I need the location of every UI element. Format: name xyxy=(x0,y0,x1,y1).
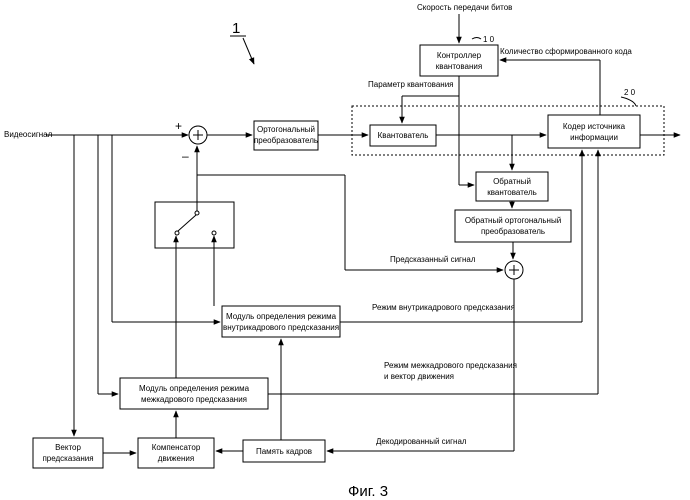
switch-terminal-inter xyxy=(175,231,179,235)
quant-controller-line2: квантования xyxy=(436,62,482,71)
bitrate-label: Скорость передачи битов xyxy=(417,3,512,12)
inter-mode-label-2: и вектор движения xyxy=(384,372,454,381)
source-coder-block: Кодер источника информации xyxy=(548,115,640,148)
ref-10-leader xyxy=(472,38,481,40)
figure-caption: Фиг. 3 xyxy=(348,483,388,500)
motion-compensator-line1: Компенсатор xyxy=(152,443,201,452)
orthogonal-transform-block: Ортогональный преобразователь xyxy=(254,121,318,150)
motion-compensator-block: Компенсатор движения xyxy=(138,438,214,468)
inverse-quantizer-block: Обратный квантователь xyxy=(476,172,548,201)
ref-20: 2 0 xyxy=(624,88,636,97)
intra-mode-module-line1: Модуль определения режима xyxy=(226,312,337,321)
code-amount-label: Количество сформированного кода xyxy=(500,47,632,56)
quant-controller-line1: Контроллер xyxy=(437,51,482,60)
predicted-signal-label: Предсказанный сигнал xyxy=(390,255,476,264)
intra-mode-module-block: Модуль определения режима внутрикадровог… xyxy=(222,306,340,337)
quant-controller-block: Контроллер квантования xyxy=(420,45,498,76)
switch-terminal-intra xyxy=(212,231,216,235)
mode-switch-block xyxy=(155,202,234,248)
inter-mode-label-1: Режим межкадрового предсказания xyxy=(384,361,517,370)
decoded-signal-label: Декодированный сигнал xyxy=(376,437,467,446)
inverse-orthogonal-line2: преобразователь xyxy=(481,227,545,236)
inverse-orthogonal-block: Обратный ортогональный преобразователь xyxy=(455,210,571,242)
orthogonal-transform-line1: Ортогональный xyxy=(257,125,315,134)
quantizer-line1: Квантователь xyxy=(378,131,429,140)
motion-compensator-line2: движения xyxy=(158,454,194,463)
frame-memory-line1: Память кадров xyxy=(256,447,312,456)
quantizer-block: Квантователь xyxy=(370,125,436,146)
intra-mode-label: Режим внутрикадрового предсказания xyxy=(372,303,515,312)
figure-ref-pointer xyxy=(243,38,254,64)
prediction-vector-line2: предсказания xyxy=(42,454,93,463)
inverse-orthogonal-line1: Обратный ортогональный xyxy=(465,216,561,225)
figure-ref-number: 1 xyxy=(232,20,240,37)
prediction-vector-line1: Вектор xyxy=(55,443,81,452)
prediction-vector-block: Вектор предсказания xyxy=(33,438,103,468)
orthogonal-transform-line2: преобразователь xyxy=(254,136,318,145)
frame-memory-block: Память кадров xyxy=(243,440,325,462)
ref-20-leader xyxy=(621,97,636,106)
source-coder-line1: Кодер источника xyxy=(563,122,626,131)
intra-mode-module-line2: внутрикадрового предсказания xyxy=(223,323,339,332)
subtractor-minus-sign: – xyxy=(182,149,189,163)
video-signal-label: Видеосигнал xyxy=(4,130,53,139)
ref-10: 1 0 xyxy=(483,35,495,44)
inverse-quantizer-line2: квантователь xyxy=(487,188,537,197)
switch-common-terminal xyxy=(195,211,199,215)
quant-param-label: Параметр квантования xyxy=(368,80,454,89)
inverse-quantizer-line1: Обратный xyxy=(493,177,531,186)
subtractor-plus-sign: + xyxy=(175,119,182,133)
source-coder-line2: информации xyxy=(570,133,618,142)
inter-mode-module-line1: Модуль определения режима xyxy=(139,384,250,393)
inter-mode-module-block: Модуль определения режима межкадрового п… xyxy=(120,378,268,409)
inter-mode-module-line2: межкадрового предсказания xyxy=(141,395,247,404)
